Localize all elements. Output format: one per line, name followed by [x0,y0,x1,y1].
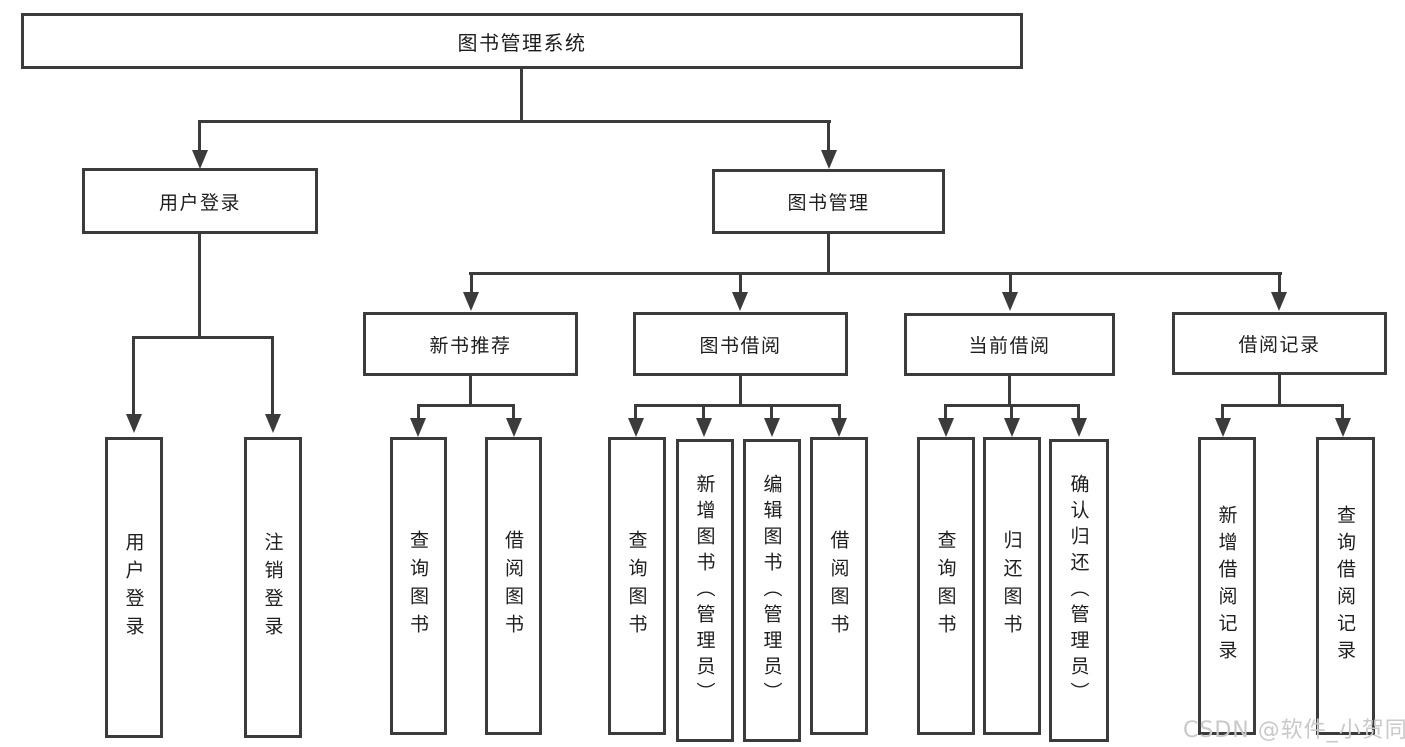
connector-to-br-query-stem [1341,404,1344,418]
connector-to-bb-borrow-stem [838,404,841,418]
connector-level1-hline [199,120,831,123]
connector-level3-hline [469,272,1282,275]
arrowhead-to-book-mgmt [821,150,837,169]
node-leaf-nbr-borrow-books: 借阅图书 [485,437,542,735]
node-leaf-nbr-query-books: 查询图书 [390,437,447,735]
connector-to-cb-query-stem [944,404,947,418]
node-leaf-cb-query-books-label: 查询图书 [934,530,957,642]
connector-to-bb-query-stem [634,404,637,418]
connector-borrow-record-hline [1221,404,1344,407]
arrowhead-to-br-add [1215,418,1231,437]
node-leaf-cb-query-books: 查询图书 [917,437,975,735]
connector-new-book-rec-stub [469,376,472,406]
node-leaf-bb-query-books: 查询图书 [608,437,666,735]
arrowhead-to-cb-query [938,418,954,437]
connector-to-book-borrow-stem [739,272,742,292]
node-leaf-user-login-label: 用户登录 [122,531,145,644]
connector-book-mgmt-stub [827,234,830,275]
node-current-borrow: 当前借阅 [904,313,1115,376]
arrowhead-to-br-query [1335,418,1351,437]
arrowhead-to-book-borrow [732,292,748,311]
arrowhead-to-nbr-borrow [506,418,522,437]
arrowhead-to-bb-edit [764,418,780,437]
node-leaf-cb-confirm-return-admin: 确认归还（管理员） [1049,439,1109,742]
node-leaf-cb-confirm-return-admin-label: 确认归还（管理员） [1067,473,1090,708]
node-book-borrow: 图书借阅 [633,312,848,376]
connector-to-nbr-query-stem [417,404,420,418]
node-root: 图书管理系统 [21,13,1023,69]
connector-current-borrow-stub [1008,376,1011,406]
connector-book-borrow-stub [739,376,742,406]
node-leaf-cb-return-books: 归还图书 [983,437,1041,735]
connector-to-bb-edit-stem [770,404,773,418]
node-leaf-bb-query-books-label: 查询图书 [625,530,648,642]
node-book-mgmt-label: 图书管理 [787,192,870,214]
node-current-borrow-label: 当前借阅 [968,335,1051,357]
csdn-watermark: CSDN @软件_小贺同学 [1183,718,1405,743]
node-leaf-logout-label: 注销登录 [261,531,284,644]
connector-to-ul-logout-stem [271,336,274,414]
node-leaf-br-query-record: 查询借阅记录 [1316,437,1375,735]
node-book-mgmt: 图书管理 [712,169,945,234]
node-leaf-nbr-borrow-books-label: 借阅图书 [502,530,524,642]
connector-to-ul-login-stem [132,336,135,414]
arrowhead-to-ul-login [126,414,142,433]
connector-book-borrow-hline [634,404,841,407]
arrowhead-to-cb-confirm [1071,418,1087,437]
arrowhead-to-bb-borrow [831,418,847,437]
node-leaf-br-add-record-label: 新增借阅记录 [1215,505,1238,667]
connector-root-stub [520,69,523,121]
connector-user-login-hline [132,336,274,339]
arrowhead-to-user-login [192,150,208,169]
node-new-book-rec: 新书推荐 [363,312,578,376]
node-new-book-rec-label: 新书推荐 [429,334,512,357]
connector-to-user-login-stem [198,120,201,150]
node-borrow-record: 借阅记录 [1172,312,1387,375]
arrowhead-to-borrow-record [1271,292,1287,311]
node-user-login-label: 用户登录 [158,191,241,214]
connector-to-new-book-rec-stem [470,272,473,292]
arrowhead-to-ul-logout [265,414,281,433]
connector-to-borrow-record-stem [1278,272,1281,292]
node-leaf-bb-edit-books-admin-label: 编辑图书（管理员） [760,473,783,708]
node-leaf-logout: 注销登录 [244,437,302,738]
node-leaf-br-add-record: 新增借阅记录 [1198,437,1256,735]
node-leaf-nbr-query-books-label: 查询图书 [407,530,429,642]
arrowhead-to-cb-return [1004,418,1020,437]
arrowhead-to-current-borrow [1002,292,1018,311]
node-leaf-bb-add-books-admin-label: 新增图书（管理员） [693,473,716,708]
connector-to-nbr-borrow-stem [512,404,515,418]
arrowhead-to-bb-query [628,418,644,437]
node-leaf-bb-borrow-books-label: 借阅图书 [827,530,850,642]
connector-to-book-mgmt-stem [827,120,830,150]
node-borrow-record-label: 借阅记录 [1238,334,1321,356]
connector-to-br-add-stem [1221,404,1224,418]
connector-to-bb-add-stem [702,404,705,418]
node-leaf-user-login: 用户登录 [105,437,163,738]
node-leaf-bb-add-books-admin: 新增图书（管理员） [676,439,734,742]
arrowhead-to-bb-add [696,418,712,437]
node-leaf-br-query-record-label: 查询借阅记录 [1334,505,1356,667]
node-root-label: 图书管理系统 [457,30,587,55]
arrowhead-to-nbr-query [410,418,426,437]
connector-new-book-rec-hline [417,404,515,407]
node-leaf-cb-return-books-label: 归还图书 [1000,530,1023,642]
connector-borrow-record-stub [1278,375,1281,406]
node-user-login: 用户登录 [82,168,318,234]
node-book-borrow-label: 图书借阅 [699,334,782,357]
connector-user-login-stub [198,234,201,338]
connector-to-cb-confirm-stem [1077,404,1080,418]
arrowhead-to-new-book-rec [463,292,479,311]
connector-to-cb-return-stem [1010,404,1013,418]
node-leaf-bb-edit-books-admin: 编辑图书（管理员） [743,439,801,742]
connector-to-current-borrow-stem [1009,272,1012,292]
node-leaf-bb-borrow-books: 借阅图书 [810,437,868,735]
